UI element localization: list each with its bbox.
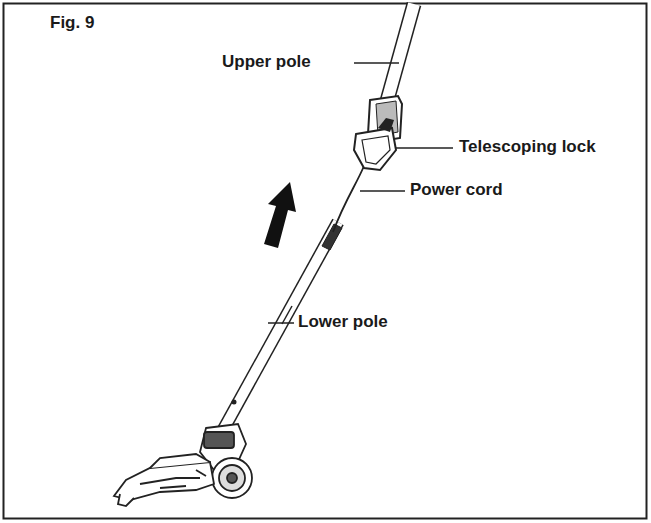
figure-number: Fig. 9 xyxy=(50,14,94,33)
telescoping-lock xyxy=(354,96,402,170)
pole-button xyxy=(232,400,237,405)
leader-line xyxy=(360,190,405,192)
part-label: Telescoping lock xyxy=(459,138,596,157)
power-cord-line xyxy=(333,166,364,232)
direction-arrow xyxy=(264,182,296,248)
cord-clip xyxy=(322,224,342,250)
leader-line xyxy=(396,147,453,149)
saw-head xyxy=(114,424,252,506)
leader-line xyxy=(268,322,294,324)
part-label: Power cord xyxy=(410,181,503,200)
part-label: Lower pole xyxy=(298,313,388,332)
leader-line xyxy=(354,62,399,64)
figure-frame xyxy=(4,4,647,519)
part-label: Upper pole xyxy=(222,53,311,72)
pole-joint xyxy=(282,306,292,324)
